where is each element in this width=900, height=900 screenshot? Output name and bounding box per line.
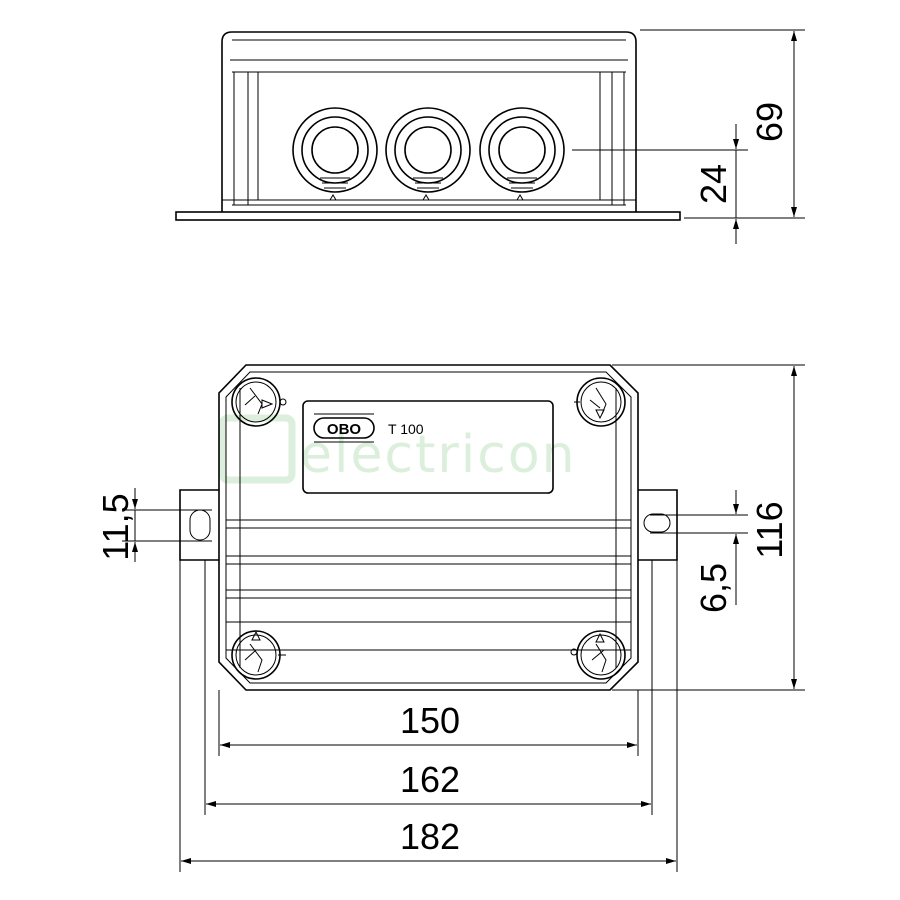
mounting-lug-left — [179, 489, 219, 561]
dimension-gland-height: 24 — [572, 124, 748, 244]
watermark-text: electricon — [300, 425, 577, 485]
watermark-logo-icon — [218, 414, 296, 484]
top-view: OBO T 100 — [95, 364, 805, 872]
box-body-top — [218, 364, 639, 691]
dimension-lug-right: 6,5 — [650, 490, 748, 613]
dim-label-6-5: 6,5 — [693, 563, 734, 613]
dimension-width-inner: 150 — [220, 700, 637, 748]
screw-top-right-icon — [574, 377, 626, 427]
label-plate — [302, 400, 554, 494]
dim-label-24: 24 — [693, 164, 734, 204]
dim-label-69: 69 — [749, 102, 790, 142]
dimension-height: 116 — [612, 364, 805, 691]
dimension-width-total: 182 — [181, 816, 676, 864]
model-label: T 100 — [388, 421, 424, 437]
screw-bottom-left-icon — [231, 630, 286, 680]
box-body-side — [221, 31, 637, 212]
dim-label-182: 182 — [400, 816, 460, 857]
dimension-width-mounting: 162 — [206, 759, 651, 807]
obo-logo-text: OBO — [327, 421, 362, 438]
dim-label-150: 150 — [400, 700, 460, 741]
screw-top-left-icon — [231, 377, 287, 427]
mounting-lug-right — [638, 489, 678, 561]
dimension-lug-left: 11,5 — [95, 488, 212, 562]
side-view: 69 24 — [175, 29, 805, 244]
dim-label-116: 116 — [749, 501, 790, 558]
cable-gland-2 — [385, 107, 471, 201]
lid-ribs — [226, 519, 631, 651]
cable-gland-3 — [479, 107, 565, 201]
screw-bottom-right-icon — [570, 630, 626, 680]
dim-label-11-5: 11,5 — [95, 493, 136, 560]
dimension-height-total: 69 — [640, 29, 805, 219]
base-plate — [175, 211, 681, 221]
obo-logo: OBO — [313, 413, 375, 443]
cable-gland-1 — [292, 107, 378, 201]
watermark: electricon — [218, 414, 577, 485]
dim-label-162: 162 — [400, 759, 460, 800]
